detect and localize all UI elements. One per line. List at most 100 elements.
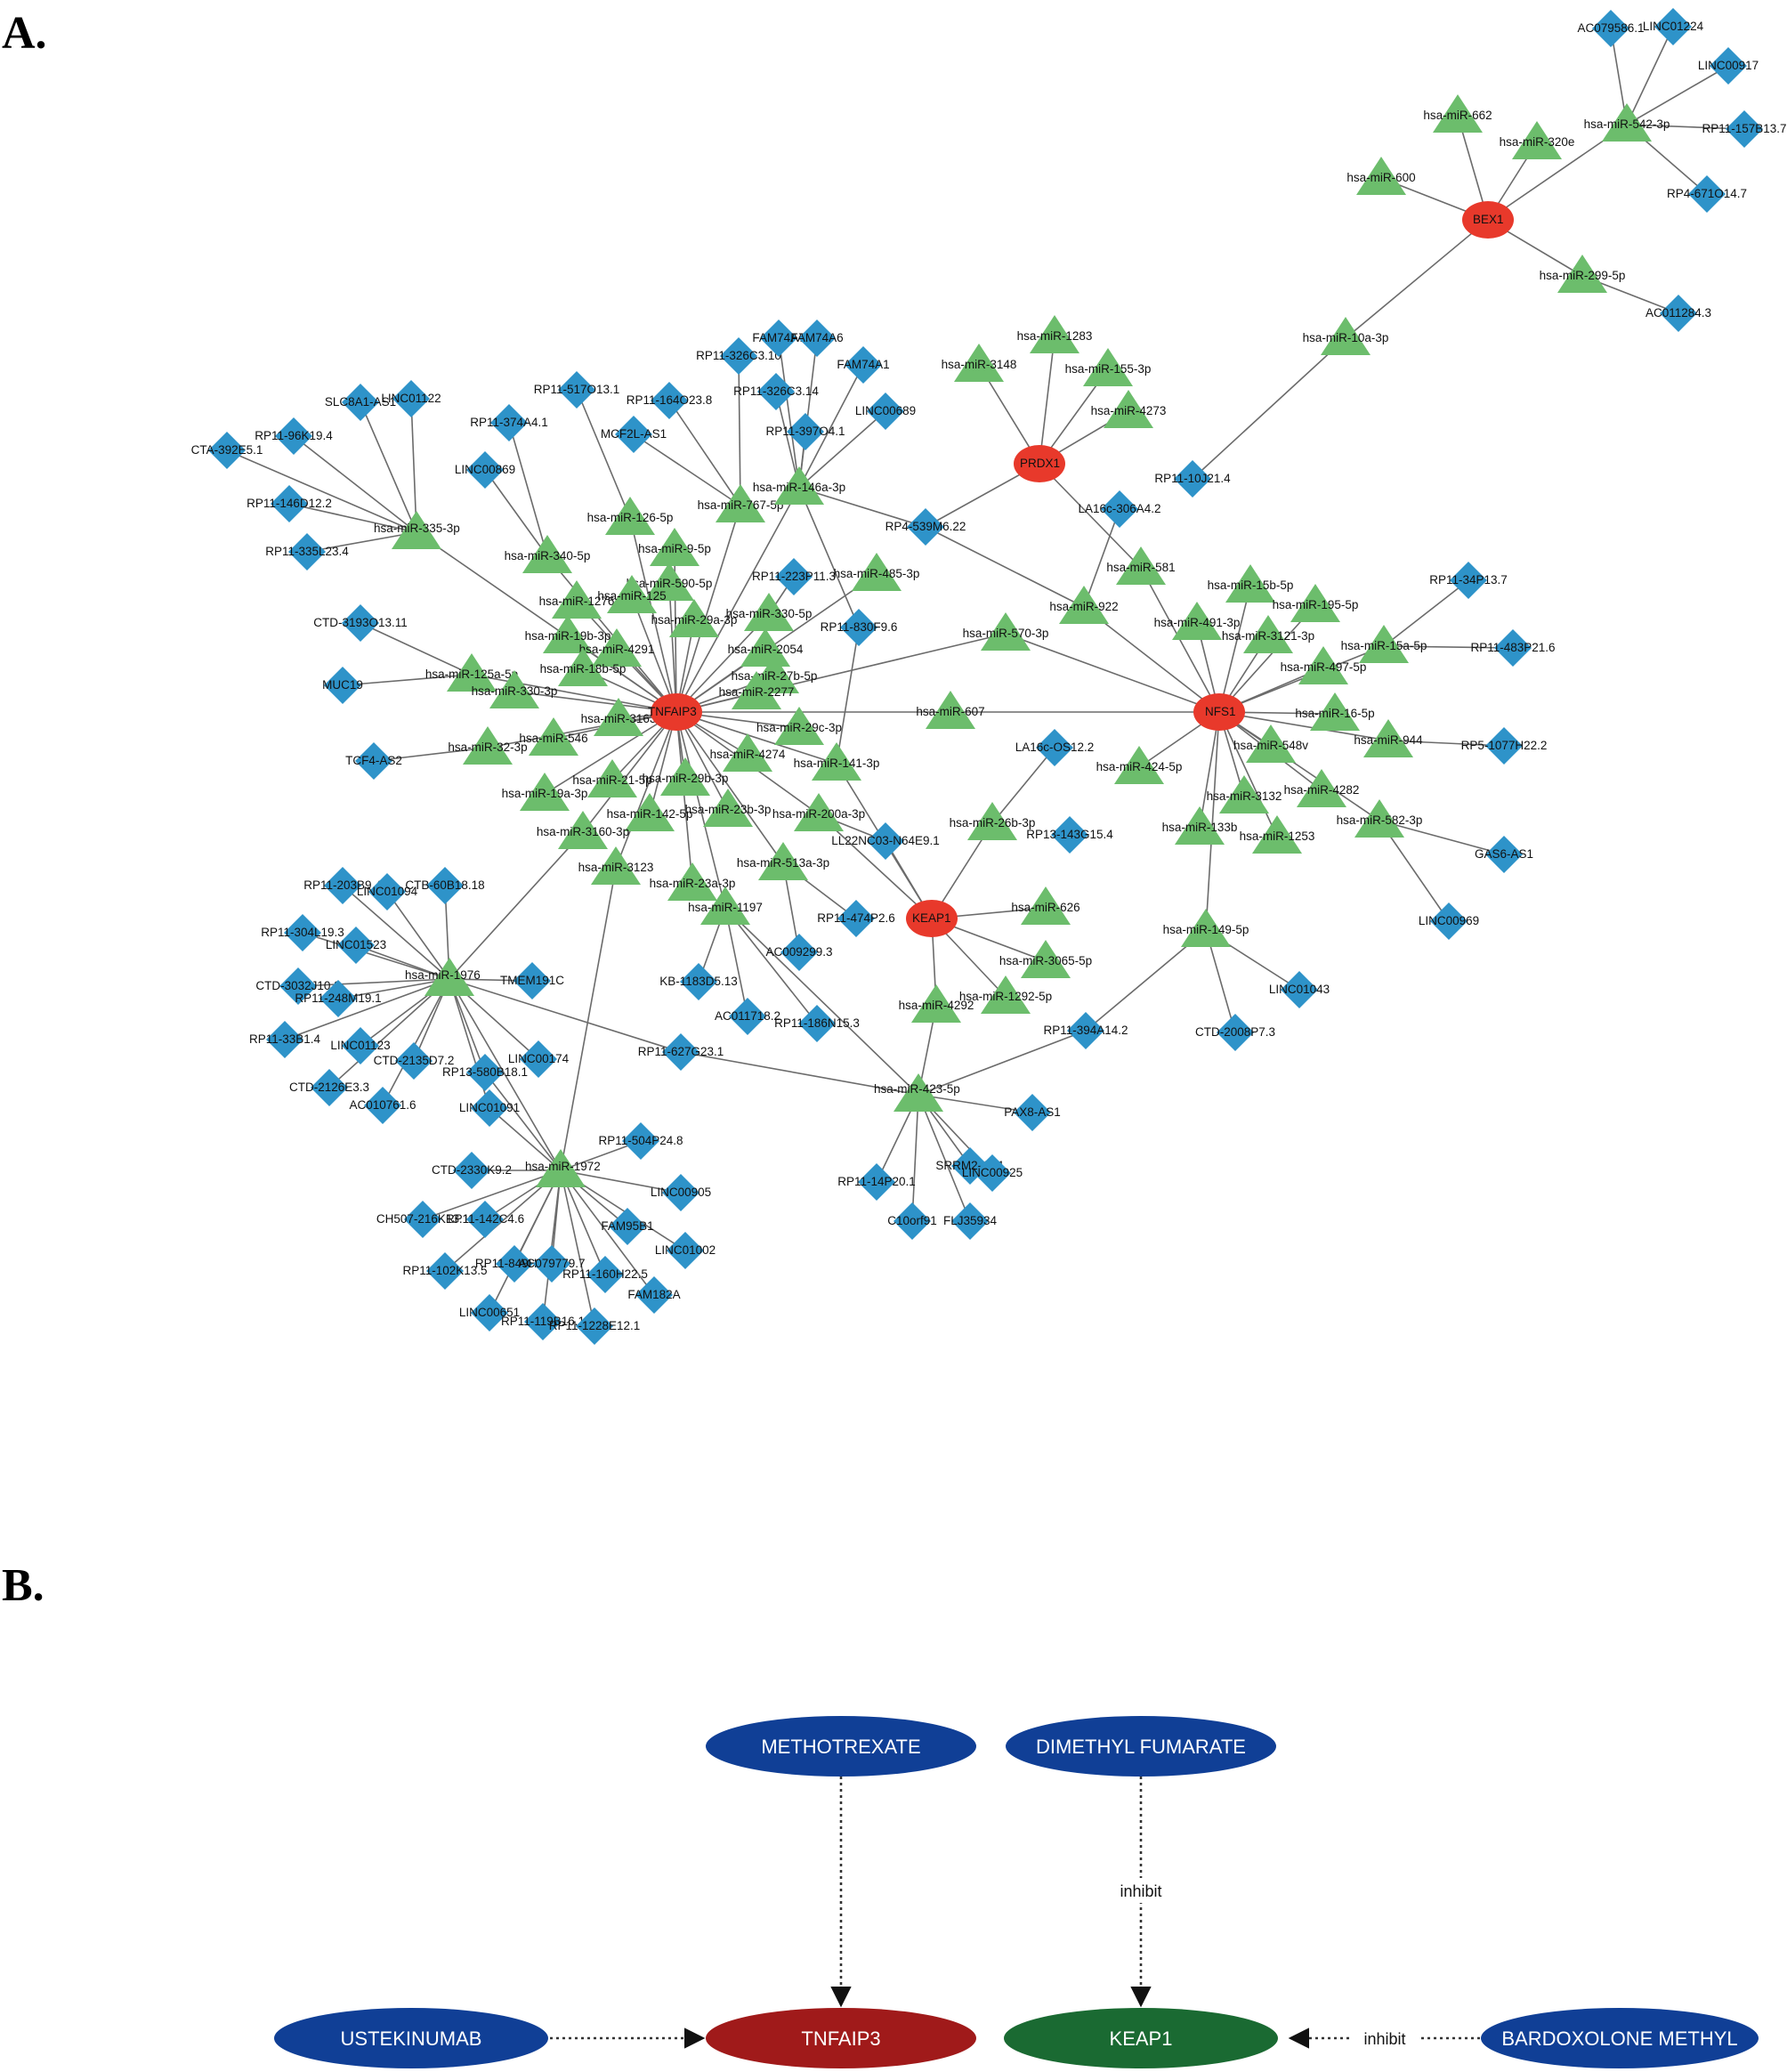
lncrna-label-fam182a: FAM182A (627, 1288, 680, 1301)
mirna-label-hsa-mir-485-3p: hsa-miR-485-3p (834, 567, 920, 580)
edge-hsa-mir-141-3p--rp11-830f9-6 (836, 627, 860, 765)
mirna-node-hsa-mir-944: hsa-miR-944 (1354, 719, 1423, 757)
lncrna-label-rp11-1228e12-1: RP11-1228E12.1 (549, 1319, 641, 1332)
mirna-shape-hsa-mir-2277 (732, 671, 781, 709)
mirna-node-hsa-mir-542-3p: hsa-miR-542-3p (1584, 103, 1670, 142)
mirna-node-hsa-mir-922: hsa-miR-922 (1049, 586, 1119, 624)
mirna-node-hsa-mir-548v: hsa-miR-548v (1233, 724, 1308, 763)
lncrna-node-linc00917: LINC00917 (1698, 47, 1759, 85)
hub-shape-bex1 (1462, 201, 1514, 239)
lncrna-shape-ac011718-2 (729, 998, 766, 1035)
mirna-shape-hsa-mir-542-3p (1602, 103, 1652, 142)
lncrna-shape-ac010761-6 (364, 1087, 401, 1124)
mirna-label-hsa-mir-3160-3p: hsa-miR-3160-3p (537, 825, 629, 838)
lncrna-shape-rp11-627g23-1 (662, 1033, 699, 1071)
hub-node-bex1: BEX1 (1462, 201, 1514, 239)
drug-node-bardoxolone-methyl: BARDOXOLONE METHYL (1481, 2008, 1759, 2068)
edge-hsa-mir-1976--linc01523 (355, 944, 450, 980)
edge-hsa-mir-335-3p--cta-392e5-1 (226, 449, 417, 533)
mirna-label-hsa-mir-330-3p: hsa-miR-330-3p (472, 684, 558, 698)
lncrna-shape-rp11-504p24-8 (622, 1122, 659, 1160)
lncrna-node-ac011718-2: AC011718.2 (715, 998, 780, 1035)
mirna-node-hsa-mir-149-5p: hsa-miR-149-5p (1163, 909, 1249, 947)
mirna-shape-hsa-mir-125 (607, 575, 657, 613)
edge-prdx1--hsa-mir-1283 (1039, 336, 1055, 465)
lncrna-label-ctd-3193o13-11: CTD-3193O13.11 (313, 616, 408, 629)
mirna-shape-hsa-mir-4291 (592, 628, 642, 667)
lncrna-label-rp11-326c3-14: RP11-326C3.14 (733, 384, 819, 398)
edge-rp11-394a14-2--hsa-mir-423-5p (918, 1030, 1087, 1096)
lncrna-node-fam95b1: FAM95B1 (601, 1208, 654, 1245)
mirna-label-hsa-mir-142-5p: hsa-miR-142-5p (607, 807, 693, 821)
edge-tnfaip3--hsa-mir-126-5p (629, 517, 677, 713)
mirna-shape-hsa-mir-4273 (1104, 390, 1153, 428)
mirna-label-hsa-mir-497-5p: hsa-miR-497-5p (1281, 660, 1367, 674)
lncrna-label-ctd-2008p7-3: CTD-2008P7.3 (1195, 1025, 1275, 1039)
mirna-node-hsa-mir-320e: hsa-miR-320e (1500, 121, 1574, 159)
edge-nfs1--hsa-mir-133b (1199, 711, 1220, 829)
edge-tnfaip3--hsa-mir-141-3p (675, 711, 837, 765)
lncrna-label-linc00651: LINC00651 (459, 1306, 520, 1319)
mirna-shape-hsa-mir-4292 (911, 984, 961, 1023)
mirna-node-hsa-mir-15b-5p: hsa-miR-15b-5p (1208, 564, 1293, 603)
mirna-node-hsa-mir-4291: hsa-miR-4291 (579, 628, 654, 667)
lncrna-shape-ctd-2135d7-2 (395, 1042, 433, 1080)
lncrna-label-rp11-119b16-1: RP11-119B16.1 (501, 1315, 585, 1328)
mirna-label-hsa-mir-15a-5p: hsa-miR-15a-5p (1341, 639, 1427, 652)
lncrna-label-mcf2l-as1: MCF2L-AS1 (601, 427, 667, 441)
lncrna-shape-rp11-96k19-4 (275, 417, 312, 455)
lncrna-shape-linc00917 (1710, 47, 1747, 85)
edge-nfs1--hsa-mir-149-5p (1205, 711, 1220, 931)
lncrna-node-ctd-3193o13-11: CTD-3193O13.11 (313, 604, 408, 642)
lncrna-node-fam74a6: FAM74A6 (790, 320, 844, 357)
hub-shape-keap1 (906, 900, 958, 937)
edge-hsa-mir-1972--linc00905 (560, 1170, 682, 1194)
edge-nfs1--hsa-mir-944 (1218, 711, 1389, 741)
mirna-shape-hsa-mir-570-3p (981, 612, 1031, 651)
lncrna-shape-linc01091 (471, 1089, 508, 1127)
lncrna-label-rp11-483p21-6: RP11-483P21.6 (1470, 641, 1555, 654)
lncrna-node-rp11-96k19-4: RP11-96K19.4 (255, 417, 333, 455)
lncrna-label-ctd-2330k9-2: CTD-2330K9.2 (432, 1163, 512, 1177)
mirna-label-hsa-mir-662: hsa-miR-662 (1423, 109, 1492, 122)
lncrna-label-linc01123: LINC01123 (330, 1039, 390, 1052)
hub-node-nfs1: NFS1 (1193, 693, 1245, 731)
edge-hsa-mir-1976--ac010761-6 (382, 978, 450, 1106)
mirna-shape-hsa-mir-662 (1433, 94, 1483, 133)
lncrna-node-rp11-203b9-4: RP11-203B9.4 (303, 867, 382, 904)
edge-hsa-mir-1976--rp11-248m19-1 (337, 978, 450, 1000)
edge-tnfaip3--hsa-mir-32-3p (487, 711, 677, 749)
mirna-node-hsa-mir-340-5p: hsa-miR-340-5p (505, 535, 591, 573)
mirna-shape-hsa-mir-9-5p (650, 528, 699, 566)
ceRNA-network: AC079586.1LINC01224LINC00917RP11-157B13.… (191, 8, 1787, 1345)
lncrna-shape-rp5-1077h22-2 (1485, 727, 1523, 765)
mirna-node-hsa-mir-3132: hsa-miR-3132 (1207, 775, 1282, 813)
edge-tnfaip3--hsa-mir-125 (631, 595, 677, 713)
lncrna-node-rp11-10j21-4: RP11-10J21.4 (1154, 460, 1231, 498)
mirna-label-hsa-mir-626: hsa-miR-626 (1011, 901, 1079, 914)
lncrna-shape-ctb-60b18-18 (426, 867, 464, 904)
mirna-node-hsa-mir-1976: hsa-miR-1976 (405, 958, 481, 996)
lncrna-shape-rp11-517o13-1 (558, 371, 595, 409)
lncrna-shape-kb-1183d5-13 (680, 963, 717, 1000)
mirna-label-hsa-mir-1276: hsa-miR-1276 (539, 595, 615, 608)
mirna-shape-hsa-mir-200a-3p (794, 793, 844, 831)
lncrna-shape-tcf4-as2 (355, 742, 392, 780)
lncrna-node-linc01094: LINC01094 (357, 873, 418, 911)
edge-tnfaip3--hsa-mir-3123 (615, 711, 677, 869)
lncrna-shape-linc00969 (1430, 902, 1468, 940)
mirna-label-hsa-mir-19b-3p: hsa-miR-19b-3p (525, 629, 611, 643)
mirna-shape-hsa-mir-330-5p (744, 593, 794, 631)
edge-hsa-mir-1976--rp11-203b9-4 (342, 885, 450, 980)
lncrna-shape-rp13-143g15-4 (1051, 816, 1088, 854)
hub-label-nfs1: NFS1 (1205, 705, 1236, 718)
mirna-label-hsa-mir-491-3p: hsa-miR-491-3p (1154, 616, 1241, 629)
drug-label-ustekinumab: USTEKINUMAB (341, 2027, 482, 2050)
lncrna-node-rp5-1077h22-2: RP5-1077H22.2 (1461, 727, 1547, 765)
lncrna-shape-fam74a6 (798, 320, 836, 357)
mirna-label-hsa-mir-340-5p: hsa-miR-340-5p (505, 549, 591, 563)
edge-tnfaip3--hsa-mir-590-5p (668, 583, 677, 713)
lncrna-node-ctd-2330k9-2: CTD-2330K9.2 (432, 1152, 512, 1189)
edge-hsa-mir-149-5p--ctd-2008p7-3 (1205, 929, 1236, 1033)
mirna-shape-hsa-mir-4274 (723, 733, 772, 772)
